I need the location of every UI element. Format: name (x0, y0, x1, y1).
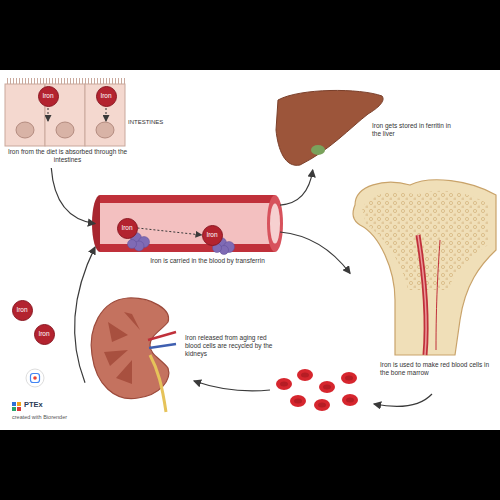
intestine-cells (5, 78, 125, 146)
flow-arrow (138, 228, 202, 235)
caption: Iron gets stored in ferritin in the live… (372, 122, 454, 138)
organ-label: INTESTINES (128, 119, 183, 126)
iron-circle: Iron (38, 86, 59, 107)
iron-circle: Iron (34, 324, 55, 345)
logo-mark (12, 402, 21, 411)
femur-bone (353, 180, 496, 355)
text-slot: Iron released from aging red blood cells… (185, 334, 277, 357)
iron-label: Iron (100, 93, 111, 100)
bottom-band (0, 430, 500, 500)
text-slot: INTESTINES (128, 119, 183, 126)
stage-region: Iron gets stored in ferritin in the live… (272, 86, 457, 170)
lens-icon (26, 369, 44, 387)
text-slot: Iron from the diet is absorbed through t… (5, 148, 130, 164)
caption: Iron released from aging red blood cells… (185, 334, 277, 357)
kidney (91, 298, 176, 412)
iron-circle: Iron (117, 218, 138, 239)
flow-arrow (280, 232, 350, 273)
iron-label: Iron (38, 331, 49, 338)
credit-note: created with Biorender (12, 414, 67, 420)
top-band (0, 0, 500, 70)
iron-circle: Iron (202, 225, 223, 246)
iron-label: Iron (42, 93, 53, 100)
iron-label: Iron (16, 307, 27, 314)
iron-label: Iron (121, 225, 132, 232)
logo-text: PTEx (24, 401, 43, 409)
flow-arrow (194, 381, 270, 391)
stage-region: Iron is carried in the blood by transfer… (95, 190, 280, 274)
flow-arrow (374, 394, 432, 406)
blood-vessel (92, 195, 283, 255)
red-blood-cells (276, 369, 358, 411)
text-slot: Iron is carried in the blood by transfer… (140, 257, 275, 265)
iron-label: Iron (206, 232, 217, 239)
stage-region: INTESTINES Iron from the diet is absorbed… (5, 80, 183, 168)
caption: Iron is used to make red blood cells in … (380, 361, 496, 377)
stage-region: Iron is used to make red blood cells in … (350, 178, 498, 390)
stage-region: Iron released from aging red blood cells… (85, 290, 277, 403)
flow-arrow (75, 247, 95, 383)
text-slot: Iron is used to make red blood cells in … (380, 361, 496, 377)
caption: Iron is carried in the blood by transfer… (140, 257, 275, 265)
text-slot: Iron gets stored in ferritin in the live… (372, 122, 454, 138)
flow-arrow (280, 170, 313, 205)
caption: Iron from the diet is absorbed through t… (5, 148, 130, 164)
iron-circle: Iron (96, 86, 117, 107)
liver (276, 90, 383, 165)
flow-arrow (51, 168, 95, 224)
iron-circle: Iron (12, 300, 33, 321)
